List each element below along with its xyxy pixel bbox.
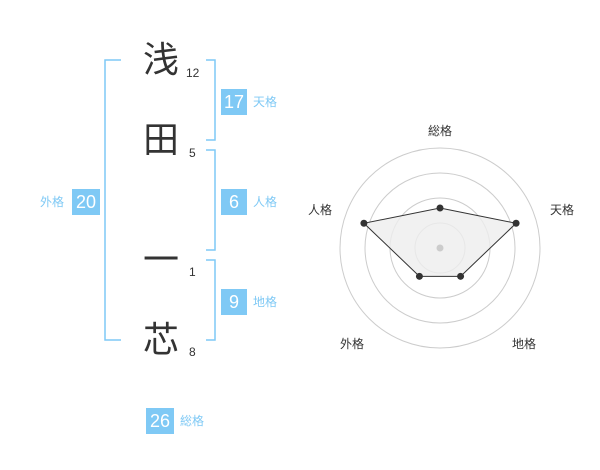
name-char-3: 一 [142,240,179,281]
radar-polygon [362,207,518,277]
stroke-count-2: 5 [189,146,196,160]
soukaku-label: 総格 [180,414,205,428]
radar-point [415,272,423,280]
stroke-count-1: 12 [186,66,200,80]
radar-point [512,219,520,227]
tenkaku-label: 天格 [253,95,278,109]
radar-point [457,272,465,280]
radar-label-chikaku: 地格 [512,337,537,351]
stroke-count-3: 1 [189,265,196,279]
jinkaku-label: 人格 [253,195,278,209]
radar-ring [339,147,541,349]
radar-label-gaikaku: 外格 [340,337,365,351]
stroke-count-4: 8 [189,345,196,359]
radar-label-jinkaku: 人格 [308,203,333,217]
radar-point [360,219,368,227]
radar-center [436,244,444,252]
jinkaku-badge: 6 [221,189,247,215]
radar-point [436,204,444,212]
gaikaku-badge: 20 [72,189,100,215]
chikaku-label: 地格 [253,295,278,309]
name-char-2: 田 [142,120,179,161]
gaikaku-label: 外格 [40,195,65,209]
soukaku-badge: 26 [146,408,174,434]
radar-label-soukaku: 総格 [428,124,453,138]
name-char-4: 芯 [142,320,179,361]
radar-ring [364,172,516,324]
radar-label-tenkaku: 天格 [550,203,575,217]
name-char-1: 浅 [142,40,179,81]
chikaku-badge: 9 [221,289,247,315]
tenkaku-badge: 17 [221,89,247,115]
